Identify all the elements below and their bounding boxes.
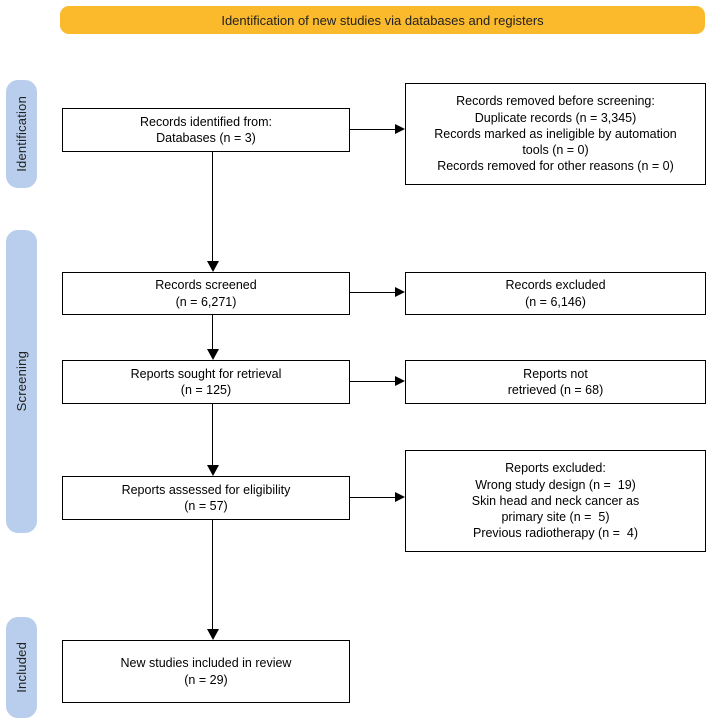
arrow-head-identified-to-removed — [395, 124, 405, 134]
arrow-line-screened-to-sought — [212, 315, 213, 349]
arrow-head-screened-to-sought — [206, 349, 219, 360]
arrow-line-sought-to-notretrieved — [350, 381, 396, 382]
arrow-head-assessed-to-included — [206, 629, 219, 640]
box-records-excluded: Records excluded (n = 6,146) — [405, 272, 706, 315]
arrow-head-screened-to-excluded — [395, 287, 405, 297]
box-records-identified: Records identified from: Databases (n = … — [62, 108, 350, 152]
stage-pill-identification: Identification — [6, 80, 37, 188]
stage-pill-screening: Screening — [6, 230, 37, 533]
arrow-line-assessed-to-excluded — [350, 497, 396, 498]
arrow-head-identified-to-screened — [206, 261, 219, 272]
box-records-screened-text: Records screened (n = 6,271) — [155, 278, 257, 309]
arrow-line-screened-to-excluded — [350, 292, 396, 293]
box-records-screened: Records screened (n = 6,271) — [62, 272, 350, 315]
box-reports-excluded-text: Reports excluded: Wrong study design (n … — [471, 461, 640, 541]
box-records-excluded-text: Records excluded (n = 6,146) — [505, 278, 606, 309]
arrow-head-assessed-to-excluded — [395, 492, 405, 502]
arrow-head-sought-to-assessed — [206, 465, 219, 476]
box-reports-assessed-text: Reports assessed for eligibility (n = 57… — [121, 482, 291, 513]
box-studies-included: New studies included in review (n = 29) — [62, 640, 350, 703]
box-reports-sought: Reports sought for retrieval (n = 125) — [62, 360, 350, 404]
box-reports-sought-text: Reports sought for retrieval (n = 125) — [130, 366, 282, 397]
box-reports-not-retrieved-text: Reports not retrieved (n = 68) — [507, 366, 604, 397]
box-records-removed: Records removed before screening: Duplic… — [405, 83, 706, 185]
arrow-line-assessed-to-included — [212, 520, 213, 629]
arrow-line-sought-to-assessed — [212, 404, 213, 465]
stage-label-screening: Screening — [14, 351, 29, 412]
box-records-removed-text: Records removed before screening: Duplic… — [434, 94, 677, 174]
box-reports-not-retrieved: Reports not retrieved (n = 68) — [405, 360, 706, 404]
stage-label-included: Included — [14, 642, 29, 693]
box-reports-assessed: Reports assessed for eligibility (n = 57… — [62, 476, 350, 520]
arrow-line-identified-to-removed — [350, 129, 396, 130]
box-studies-included-text: New studies included in review (n = 29) — [120, 656, 292, 687]
box-records-identified-text: Records identified from: Databases (n = … — [139, 114, 272, 145]
arrow-line-identified-to-screened — [212, 152, 213, 261]
box-reports-excluded: Reports excluded: Wrong study design (n … — [405, 450, 706, 552]
banner-label: Identification of new studies via databa… — [221, 12, 544, 28]
stage-pill-included: Included — [6, 617, 37, 718]
stage-label-identification: Identification — [14, 96, 29, 172]
arrow-head-sought-to-notretrieved — [395, 376, 405, 386]
banner: Identification of new studies via databa… — [60, 6, 705, 34]
